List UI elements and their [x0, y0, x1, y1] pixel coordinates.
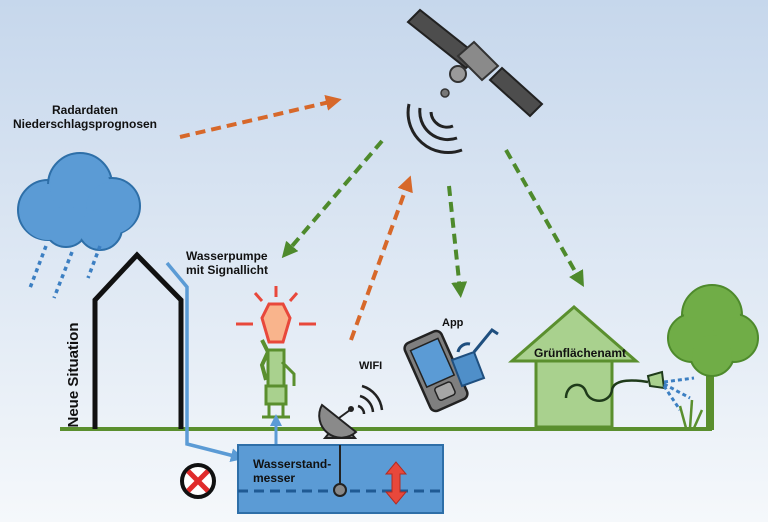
arrow-wifi-to-satellite [349, 175, 413, 341]
tree-icon [667, 284, 759, 430]
sensor-label-line1: Wasserstand- [253, 457, 332, 471]
wifi-label: WIFI [359, 360, 383, 372]
arrow-satellite-to-pump [281, 139, 384, 259]
pump-label-line1: Wasserpumpe [186, 249, 268, 263]
sensor-label-line2: messer [253, 471, 296, 485]
drain-pipe [165, 261, 245, 463]
house-icon [92, 251, 184, 429]
pump-label: Wasserpumpe mit Signallicht [186, 249, 268, 277]
pump-label-line2: mit Signallicht [186, 263, 269, 277]
hose-icon [564, 370, 704, 429]
situation-label: Neue Situation [65, 322, 82, 428]
radar-label-line2: Niederschlagsprognosen [12, 117, 158, 131]
cloud-icon [17, 152, 141, 299]
radar-label-line1: Radardaten [51, 103, 119, 117]
arrow-satellite-to-app [447, 185, 468, 298]
gruenflaechenamt-label: Grünflächenamt [533, 346, 626, 360]
level-arrow-icon [384, 461, 408, 505]
arrow-radar-to-satellite [179, 95, 342, 139]
app-label: App [442, 317, 464, 329]
phone-icon [403, 329, 469, 413]
signal-light-icon [236, 286, 316, 344]
office-building-icon [507, 305, 641, 429]
satellite-icon [406, 8, 544, 154]
radar-label: Radardaten Niederschlagsprognosen [10, 103, 160, 131]
wifi-dish-icon [318, 384, 384, 439]
uplink-arrows [179, 95, 413, 341]
watering-can-icon [450, 327, 499, 388]
closed-valve-icon [180, 463, 216, 499]
pump-icon [259, 339, 296, 444]
arrow-satellite-to-office [504, 149, 584, 287]
sensor-label: Wasserstand- messer [253, 457, 331, 485]
sensor-float [333, 445, 347, 497]
downlink-arrows [281, 139, 584, 298]
